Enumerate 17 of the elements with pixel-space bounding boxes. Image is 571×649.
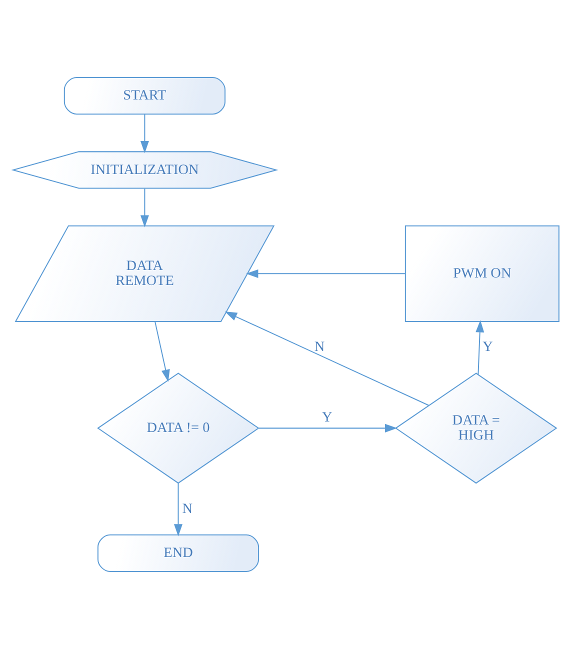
arrow <box>154 322 170 382</box>
arrow <box>173 483 182 536</box>
arrow <box>140 114 148 154</box>
edge-label: Y <box>482 339 492 356</box>
node-box: START <box>63 76 226 115</box>
arrow <box>224 312 428 406</box>
edge-label: Y <box>322 409 332 426</box>
node-diamond: DATA = HIGH <box>394 372 557 484</box>
arrow <box>475 320 484 374</box>
edge-label: N <box>182 500 192 517</box>
arrow <box>140 188 148 228</box>
edge-label: N <box>314 339 324 356</box>
arrow <box>246 269 405 278</box>
node-diamond: DATA != 0 <box>96 372 259 484</box>
node-box: END <box>96 534 259 572</box>
arrow <box>258 424 397 432</box>
node-box: PWM ON <box>404 225 559 322</box>
